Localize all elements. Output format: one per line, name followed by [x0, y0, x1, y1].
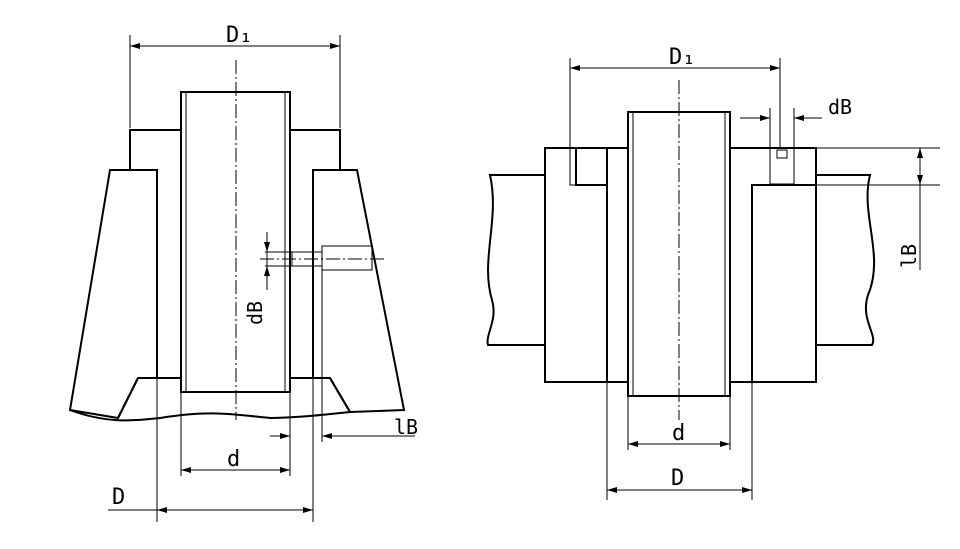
right-plate-left-break — [486, 174, 545, 346]
left-body-bottom-break — [69, 409, 351, 422]
left-screw-hole — [321, 245, 373, 271]
left-bushing-flange-left — [129, 129, 182, 379]
right-body-right-section — [751, 184, 817, 383]
left-body-right-section — [312, 169, 406, 414]
right-view: D₁ dB lB d D — [486, 45, 940, 500]
right-label-D: D — [671, 466, 684, 491]
left-bushing-flange-right — [289, 129, 341, 379]
left-cavity-bottom — [117, 377, 351, 419]
left-label-D1: D₁ — [226, 23, 253, 48]
right-bushing-right — [729, 147, 817, 383]
left-label-lB: lB — [394, 415, 418, 439]
right-label-D1: D₁ — [669, 45, 696, 70]
left-body-left-section — [68, 169, 158, 420]
left-label-D: D — [112, 485, 125, 510]
left-label-dB: dB — [243, 301, 267, 325]
right-bushing-left — [575, 147, 629, 383]
left-view: D₁ dB lB d D — [68, 23, 418, 522]
right-label-dB: dB — [828, 95, 852, 119]
left-label-d: d — [227, 447, 240, 472]
right-label-d: d — [672, 421, 685, 446]
right-label-lB: lB — [897, 244, 921, 268]
right-plate-right-break — [816, 174, 876, 346]
right-set-screw — [769, 147, 795, 185]
